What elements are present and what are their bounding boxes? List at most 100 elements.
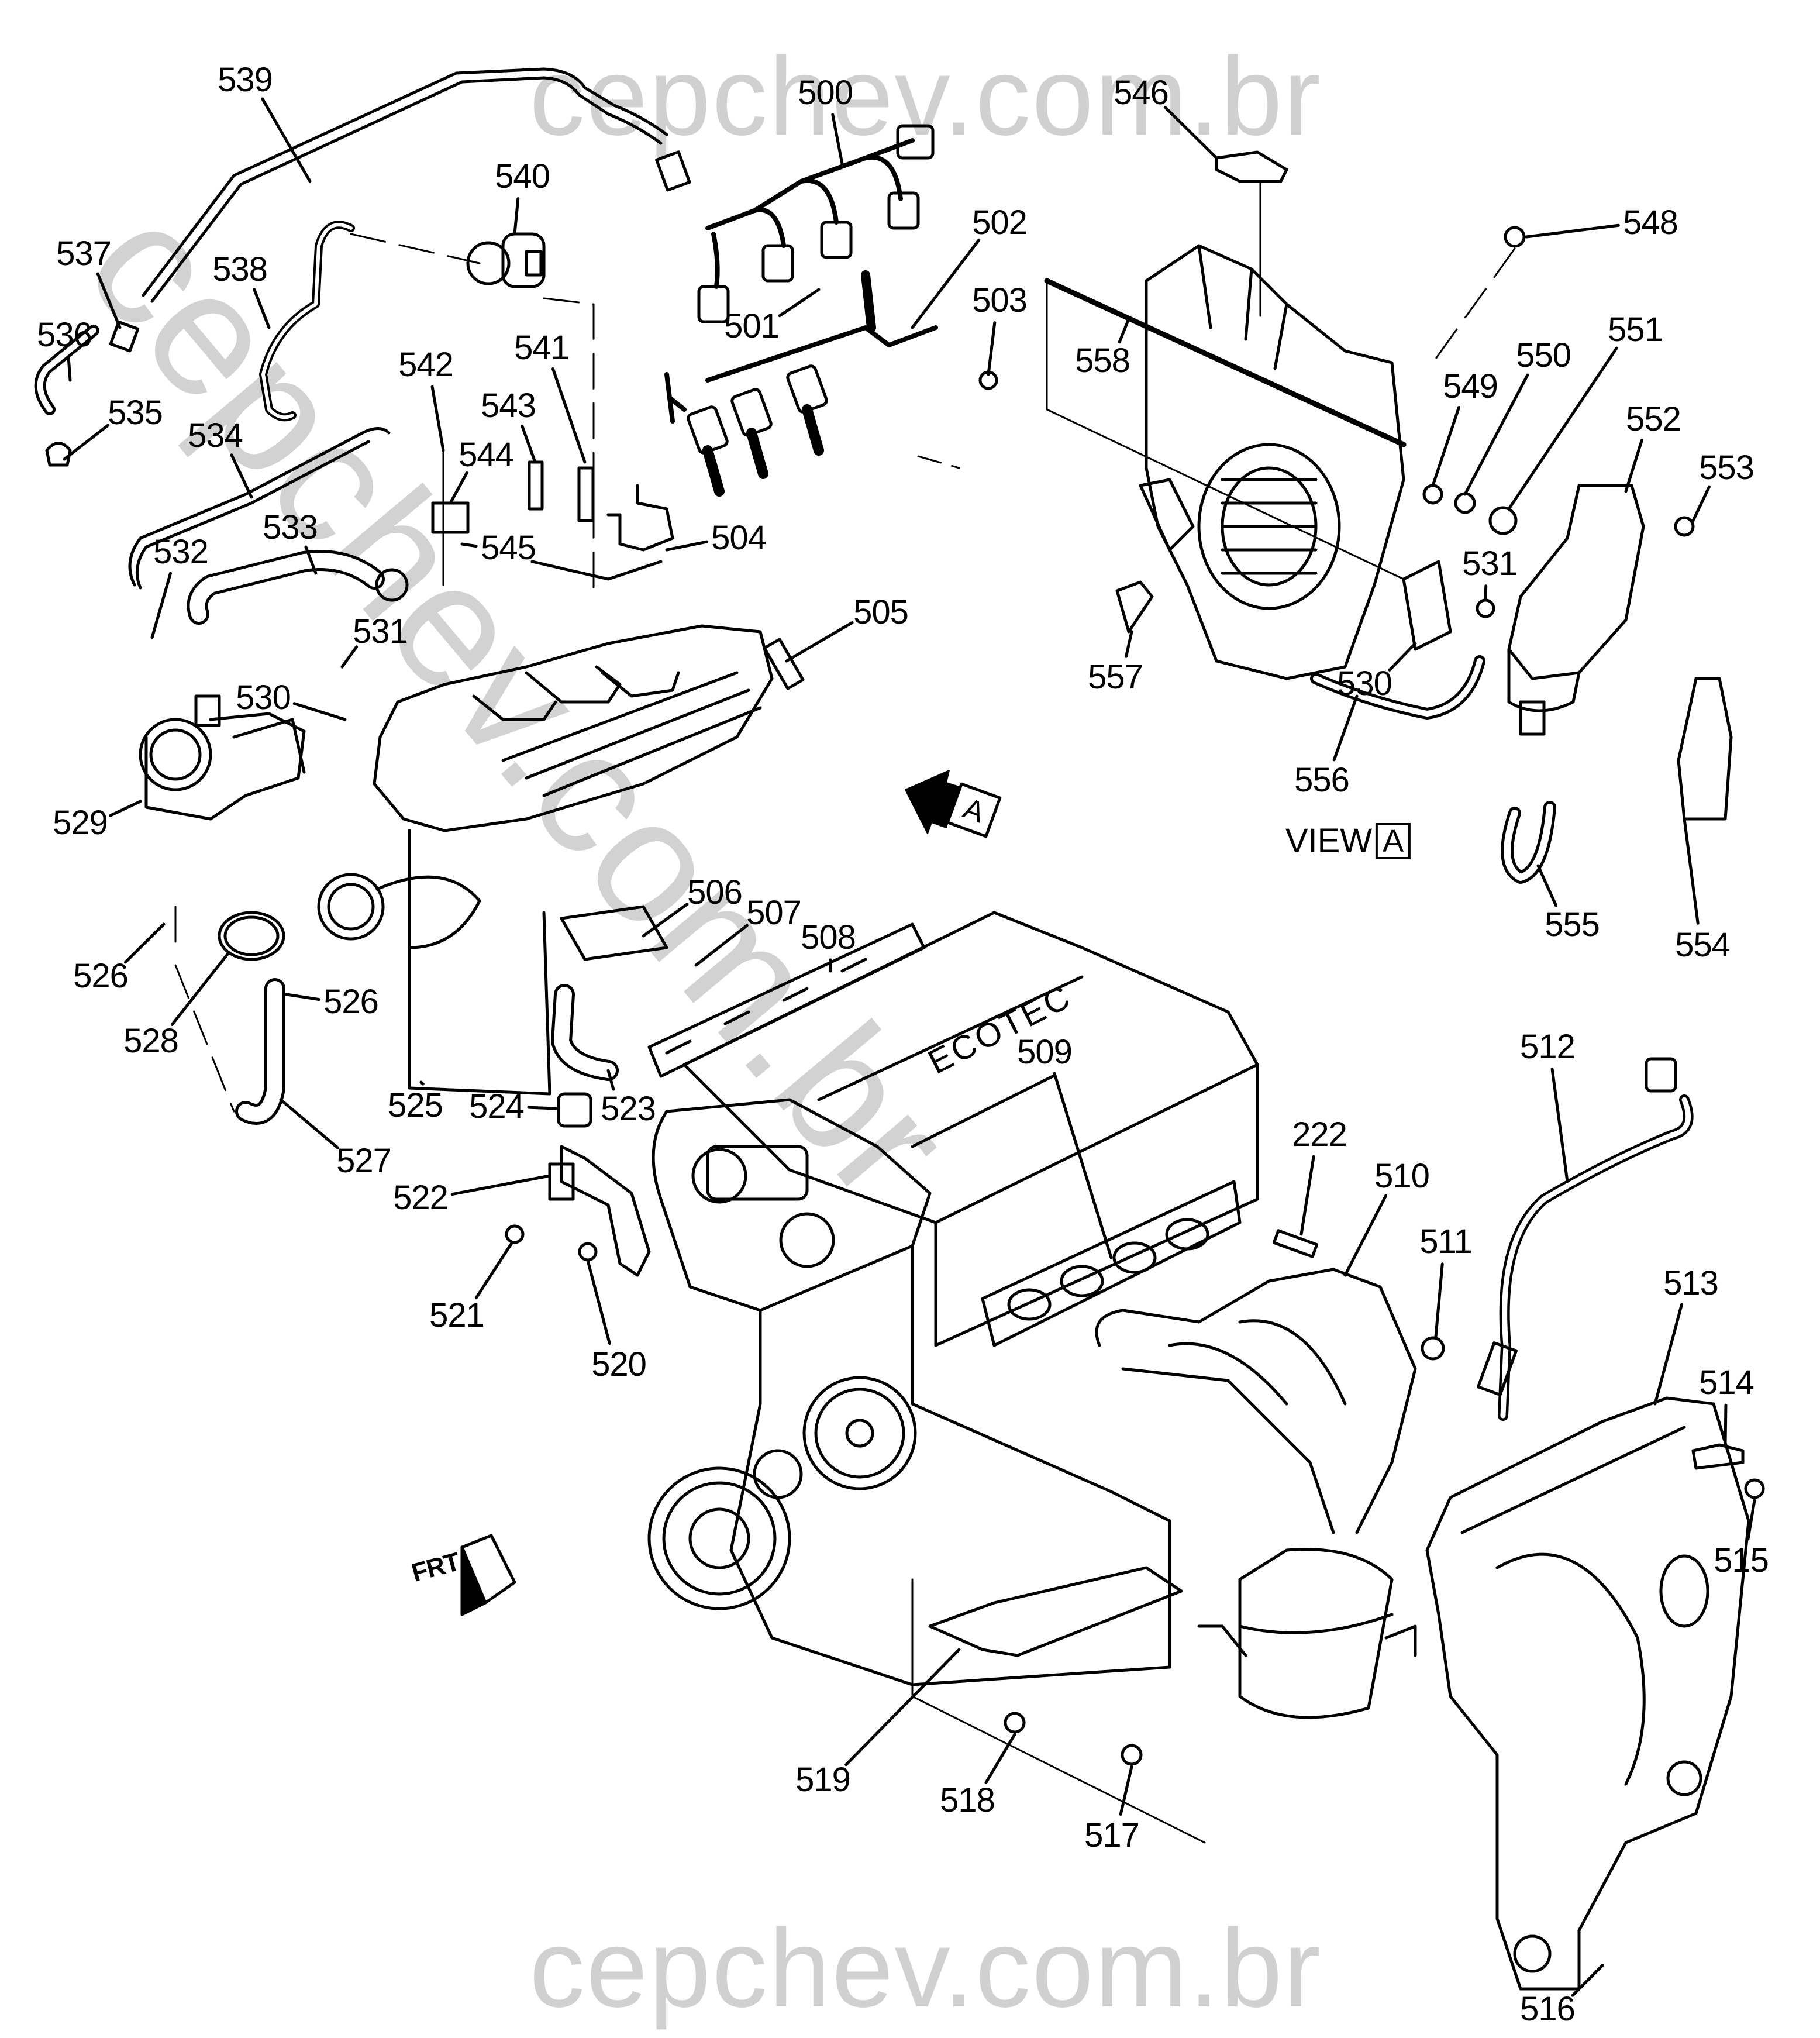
callout-521: 521 [429, 1296, 485, 1334]
callout-534: 534 [188, 416, 243, 455]
view-a-detail [1044, 150, 1733, 884]
callout-552: 552 [1626, 400, 1681, 438]
callout-530-a: 530 [1337, 665, 1392, 703]
leader-line-555 [1536, 864, 1558, 907]
injector-harness-500 [697, 124, 935, 323]
leader-line-550 [1463, 373, 1529, 496]
leader-line-505 [785, 621, 854, 663]
leader-line-542 [430, 385, 445, 452]
callout-545: 545 [481, 529, 536, 567]
callout-517: 517 [1084, 1816, 1140, 1854]
callout-222: 222 [1292, 1116, 1347, 1154]
callout-543: 543 [481, 387, 536, 425]
leader-line-521 [474, 1241, 513, 1300]
callout-527: 527 [336, 1142, 392, 1180]
leader-line-534 [230, 453, 253, 499]
watermark-top: cepchev.com.br [529, 35, 1322, 159]
leader-line-549 [1431, 406, 1461, 487]
callout-535: 535 [108, 394, 163, 432]
exhaust-manifold-510 [1095, 1268, 1417, 1719]
callout-531-b: 531 [353, 612, 408, 650]
leader-line-516 [1571, 1964, 1604, 1997]
callout-555: 555 [1545, 906, 1600, 944]
valve-540 [350, 232, 595, 598]
leader-line-531-a [1484, 584, 1488, 601]
leader-line-526-b [285, 993, 320, 1001]
front-arrow-icon [460, 1534, 516, 1616]
callout-519: 519 [795, 1761, 851, 1799]
callout-556: 556 [1294, 761, 1350, 799]
leader-line-537 [96, 272, 122, 329]
leader-line-538 [253, 288, 271, 329]
leader-line-514 [1724, 1403, 1728, 1447]
leader-line-504 [665, 540, 709, 552]
leader-line-506 [642, 903, 689, 938]
callout-544: 544 [459, 436, 514, 474]
leader-line-539 [261, 97, 312, 183]
leader-line-510 [1343, 1194, 1388, 1277]
intake-manifold-525 [317, 624, 774, 1096]
callout-518: 518 [940, 1781, 995, 1819]
callout-554: 554 [1675, 926, 1731, 964]
callout-528: 528 [123, 1022, 179, 1060]
callout-506: 506 [687, 873, 743, 911]
leader-line-531-b [340, 645, 359, 669]
callout-504: 504 [711, 519, 767, 557]
leader-line-552 [1624, 438, 1643, 493]
throttle-body-529 [139, 694, 306, 821]
engine-block [647, 911, 1259, 1844]
callout-540: 540 [495, 157, 550, 195]
callout-520: 520 [591, 1345, 647, 1383]
leader-line-222 [1299, 1155, 1315, 1236]
callout-526-b: 526 [323, 983, 379, 1021]
callout-507: 507 [746, 894, 802, 932]
leader-line-540 [513, 197, 520, 236]
leader-line-528 [170, 952, 230, 1026]
callout-558: 558 [1075, 342, 1130, 380]
view-ref-box: A [1376, 823, 1411, 859]
callout-541: 541 [514, 329, 570, 367]
leader-line-544 [449, 471, 468, 505]
callout-532: 532 [153, 533, 209, 571]
leader-line-512 [1550, 1068, 1569, 1183]
callout-525: 525 [388, 1086, 443, 1124]
callout-500: 500 [798, 74, 853, 112]
leader-line-509 [1053, 1072, 1113, 1259]
leader-line-527 [279, 1098, 340, 1149]
leader-line-513 [1653, 1303, 1683, 1406]
callout-510: 510 [1374, 1157, 1430, 1195]
callout-546: 546 [1114, 74, 1169, 112]
leader-line-522 [450, 1174, 551, 1196]
leader-line-554 [1683, 817, 1700, 925]
leader-line-517 [1119, 1765, 1133, 1816]
leader-line-543 [521, 424, 537, 464]
callout-524: 524 [469, 1087, 525, 1125]
leader-line-500 [831, 113, 844, 166]
callout-531-a: 531 [1462, 545, 1518, 583]
leader-line-501 [778, 288, 821, 318]
callout-511: 511 [1419, 1223, 1472, 1261]
callout-515: 515 [1714, 1541, 1769, 1579]
leader-line-525 [419, 1080, 425, 1086]
vacuum-tube-539 [142, 67, 691, 303]
leader-line-524 [527, 1106, 557, 1110]
leader-line-519 [844, 1648, 961, 1767]
callout-501: 501 [724, 307, 780, 345]
callout-516: 516 [1520, 1990, 1576, 2028]
callout-550: 550 [1516, 336, 1571, 374]
callout-512: 512 [1520, 1028, 1576, 1066]
callout-538: 538 [212, 250, 268, 288]
heat-shield-513 [1425, 1396, 1750, 1991]
callout-503: 503 [972, 281, 1028, 319]
callout-505: 505 [853, 593, 909, 631]
leader-line-551 [1507, 346, 1618, 511]
leader-line-518 [984, 1733, 1016, 1784]
leader-line-533 [304, 545, 318, 575]
callout-539: 539 [218, 61, 273, 99]
callout-548: 548 [1623, 204, 1678, 242]
fuel-rail-502 [664, 270, 998, 497]
leader-line-546 [1164, 106, 1218, 160]
leader-line-536 [67, 356, 72, 382]
